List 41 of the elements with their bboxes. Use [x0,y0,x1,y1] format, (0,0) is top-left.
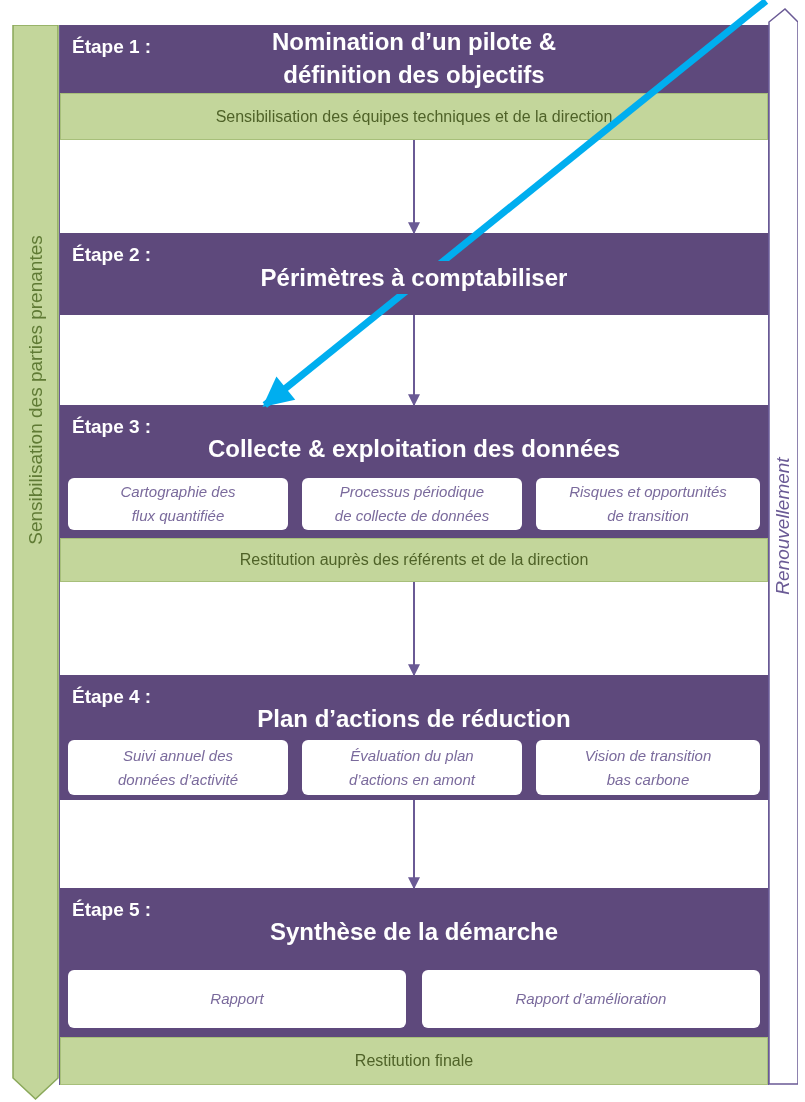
feedback-bar [60,93,768,140]
activity-text: Risques et opportunités de transition [568,482,728,526]
stage-banner [60,888,768,1037]
feedback-text: Sensibilisation des équipes techniques et de la direction [215,106,613,127]
activity-text: Vision de transition bas carbone [583,745,713,790]
band-label: Renouvellement [770,457,794,595]
activity-text: Suivi annuel des données d’activité [116,745,240,790]
arrow [408,314,420,407]
stage-number: Étape 5 : [72,898,152,922]
stage-banner [60,405,768,538]
activity-box [422,970,760,1028]
activity-box [68,970,406,1028]
activity-text: Cartographie des flux quantifiée [119,482,237,526]
activity-box [302,478,522,530]
stage-banner [60,233,768,315]
activity-text: Rapport d’amélioration [515,989,667,1009]
activity-text: Processus périodique de collecte de données [333,482,491,526]
stage-number: Étape 1 : [72,35,152,59]
feedback-text: Restitution finale [354,1051,474,1071]
arrow [408,581,420,677]
stage-number: Étape 3 : [72,415,152,439]
stage-number: Étape 4 : [72,685,152,709]
arrow [408,799,420,890]
side-arrow-band [12,25,59,1100]
activity-box [68,740,288,795]
stage-banner [60,675,768,800]
feedback-bar [60,538,768,582]
activity-box [536,478,760,530]
side-arrow-band [768,8,798,1085]
activity-box [68,478,288,530]
arrow [262,0,769,408]
stage-banner [60,25,768,93]
stage-number: Étape 2 : [72,243,152,267]
arrow [408,139,420,235]
activity-box [302,740,522,795]
feedback-bar [60,1037,768,1085]
activity-box [536,740,760,795]
feedback-text: Restitution auprès des référents et de la direction [239,550,589,570]
band-label: Sensibilisation des parties prenantes [23,235,47,545]
activity-text: Évaluation du plan d’actions en amont [348,745,477,790]
activity-text: Rapport [210,989,264,1009]
